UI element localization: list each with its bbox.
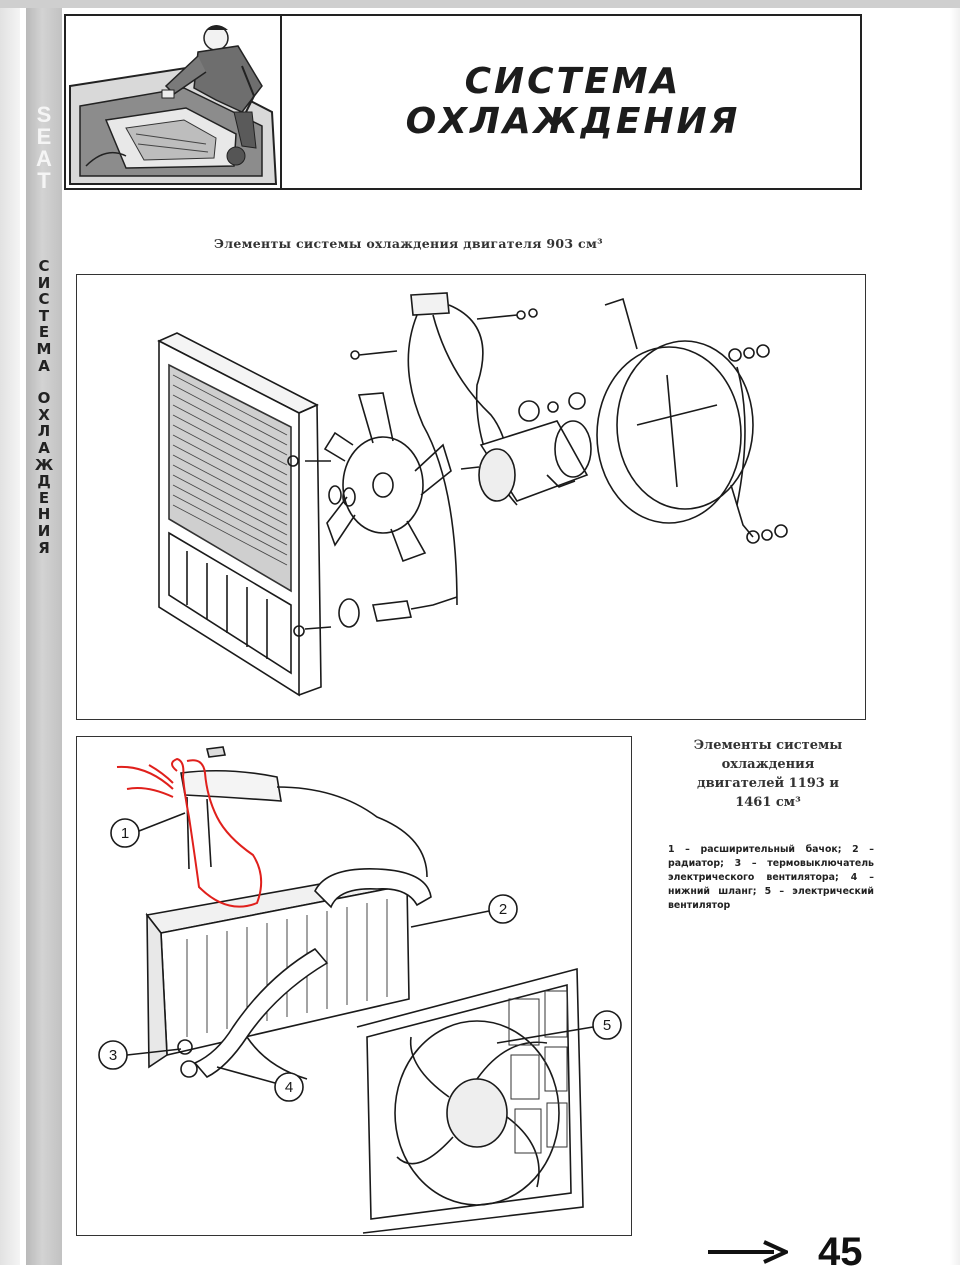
title-letter: О [37, 389, 51, 408]
title-letter: Н [37, 505, 51, 524]
fan-shroud-drawing [596, 297, 788, 544]
title-letter: Т [38, 306, 50, 325]
brand-letter: S [36, 102, 52, 127]
chapter-header: СИСТЕМА ОХЛАЖДЕНИЯ [64, 14, 862, 190]
brand-letter: A [36, 146, 52, 171]
figure1-exploded-diagram [76, 274, 866, 720]
figure2-caption-line: охлаждения [721, 757, 815, 772]
title-letter: А [38, 356, 50, 375]
brand-letter: T [37, 168, 51, 193]
title-letter: Х [38, 405, 50, 424]
figure2-assembly-diagram: 1 2 3 4 5 [76, 736, 632, 1236]
callout-label-4: 4 [285, 1079, 293, 1096]
callout-label-3: 3 [109, 1047, 117, 1064]
title-letter: И [37, 273, 51, 292]
figure2-legend: 1 – расширительный бачок; 2 – радиатор; … [668, 844, 874, 911]
title-letter: С [38, 290, 50, 309]
callout-label-5: 5 [603, 1017, 611, 1034]
title-letter: Я [38, 538, 50, 557]
chapter-title-line2: ОХЛАЖДЕНИЯ [405, 101, 741, 142]
figure2-caption-line: 1461 см³ [735, 795, 801, 810]
chapter-sidebar: S E A T С И С Т Е М А О Х Л А Ж Д Е Н И … [26, 8, 62, 1265]
chapter-vertical-title: С И С Т Е М А О Х Л А Ж Д Е Н И Я [26, 258, 62, 556]
title-letter: М [36, 339, 52, 358]
title-letter: Л [37, 422, 51, 441]
callout-label-2: 2 [499, 901, 507, 918]
figure2-caption-line: двигателей 1193 и [696, 776, 839, 791]
title-letter: Д [37, 472, 51, 491]
brand-vertical-label: S E A T [26, 104, 62, 192]
callout-markers [98, 812, 622, 1102]
page-number: 45 [818, 1230, 863, 1274]
scan-top-edge [0, 0, 960, 8]
red-hand-annotation [116, 757, 263, 908]
figure1-caption: Элементы системы охлаждения двигателя 90… [214, 236, 603, 251]
scan-right-edge [950, 8, 960, 1265]
scan-left-edge [0, 8, 20, 1265]
radiator-drawing [157, 332, 332, 697]
title-letter: А [38, 438, 50, 457]
figure2-caption-line: Элементы системы [693, 738, 843, 753]
callout-label-1: 1 [121, 825, 129, 842]
next-page-arrow-icon [708, 1240, 788, 1264]
brand-letter: E [36, 124, 52, 149]
title-letter: Ж [34, 455, 54, 474]
fan-drawing [323, 392, 458, 628]
title-letter: С [38, 257, 50, 275]
figure2-caption: Элементы системы охлаждения двигателей 1… [664, 736, 872, 812]
title-letter: Е [38, 488, 50, 507]
mechanic-illustration [66, 16, 282, 188]
motor-drawing [460, 392, 592, 502]
title-letter: И [37, 521, 51, 540]
chapter-title-line1: СИСТЕМА [464, 61, 682, 102]
title-word-gap [26, 374, 62, 390]
chapter-title: СИСТЕМА ОХЛАЖДЕНИЯ [286, 16, 860, 188]
title-letter: Е [38, 323, 50, 342]
